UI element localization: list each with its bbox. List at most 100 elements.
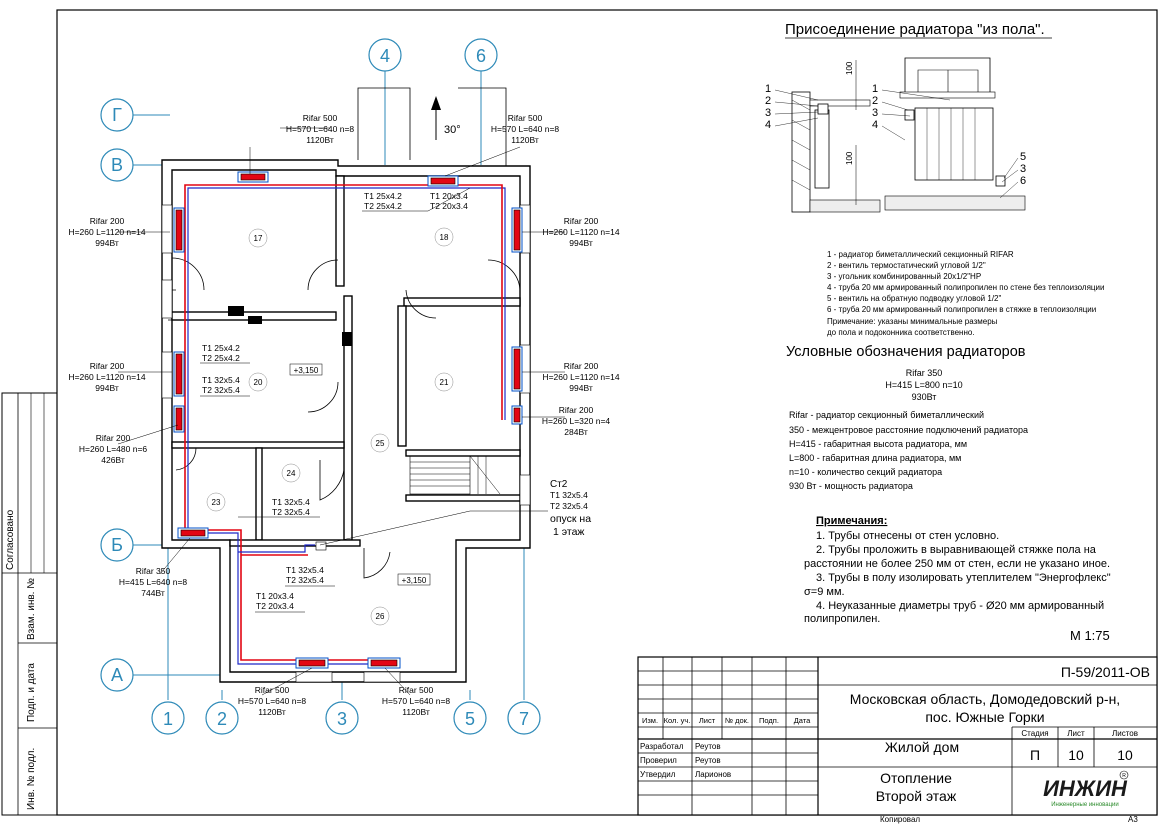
radiator-power: 284Вт [564, 427, 588, 437]
sheets-value: 10 [1117, 747, 1133, 763]
radiator-spec: H=570 L=640 n=8 [382, 696, 451, 706]
sheet-title: Второй этаж [876, 788, 957, 804]
radiator-spec: H=415 L=640 n=8 [119, 577, 188, 587]
radiator-power: 426Вт [101, 455, 125, 465]
pipe-label: Т1 25х4.2 [364, 191, 402, 201]
side-stamp: Согласовано Взам. инв. № Подп. и дата Ин… [1, 392, 58, 816]
radiator-model: Rifar 500 [399, 685, 434, 695]
radiator-spec: H=260 L=480 n=6 [79, 444, 148, 454]
format-label: А3 [1128, 815, 1138, 824]
location-line: пос. Южные Горки [925, 709, 1044, 725]
radiator-model: Rifar 200 [90, 361, 125, 371]
radiator-power: 1120Вт [402, 707, 430, 717]
sheets-label: Листов [1112, 729, 1138, 738]
note-line: σ=9 мм. [804, 586, 845, 598]
detail-legend-line: 4 - труба 20 мм армированный полипропиле… [827, 283, 1104, 292]
room-number: 21 [440, 378, 449, 387]
room-number: 23 [212, 498, 221, 507]
radiator-model: Rifar 200 [564, 216, 599, 226]
pipe-label: Т1 32х5.4 [202, 375, 240, 385]
note-line: полипропилен. [804, 613, 880, 625]
detail-legend-line: 3 - угольник комбинированный 20х1/2"НР [827, 272, 981, 281]
axis-label: В [111, 155, 123, 175]
symbols-line: n=10 - количество секций радиатора [789, 467, 942, 477]
notes-title: Примечания: [816, 515, 887, 527]
riser-pipe-label: Т1 32х5.4 [550, 490, 588, 500]
axis-label: Г [112, 105, 122, 125]
pipe-label: Т1 32х5.4 [286, 565, 324, 575]
svg-text:R: R [1122, 773, 1126, 779]
radiator-power: 994Вт [569, 238, 593, 248]
pipe-label: Т2 32х5.4 [286, 575, 324, 585]
callout-number: 3 [1020, 163, 1026, 175]
axis-label: Б [111, 535, 123, 555]
radiator-spec: H=260 L=1120 n=14 [68, 227, 145, 237]
logo-text: ИНЖИН [1043, 776, 1128, 801]
symbols-title: Условные обозначения радиаторов [786, 344, 1026, 360]
note-line: 3. Трубы в полу изолировать утеплителем … [816, 572, 1111, 584]
room-number: 20 [254, 378, 263, 387]
note-line: 2. Трубы проложить в выравнивающей стяжк… [816, 544, 1097, 556]
detail-legend-line: 1 - радиатор биметаллический секционный … [827, 250, 1014, 259]
symbols-example-power: 930Вт [912, 392, 937, 402]
sheet-value: 10 [1068, 747, 1084, 763]
stamp-person: Ларионов [695, 770, 731, 779]
symbols-line: 930 Вт - мощность радиатора [789, 481, 913, 491]
side-label-inv-no: Инв. № подл. [26, 748, 37, 810]
sheet-label: Лист [1067, 729, 1085, 738]
symbols-line: Rifar - радиатор секционный биметалличес… [789, 410, 984, 420]
radiator-spec: H=570 L=640 n=8 [238, 696, 307, 706]
room-number: 26 [376, 612, 385, 621]
callout-number: 4 [765, 119, 771, 131]
pipe-label: Т2 20х3.4 [256, 601, 294, 611]
radiator-spec: H=260 L=320 n=4 [542, 416, 611, 426]
level-mark: +3,150 [294, 366, 319, 375]
radiator-power: 994Вт [95, 383, 119, 393]
axis-label: А [111, 665, 123, 685]
note-line: 4. Неуказанные диаметры труб - Ø20 мм ар… [816, 600, 1104, 612]
riser-name: Ст2 [550, 479, 568, 490]
axis-label: 3 [337, 709, 347, 729]
stamp-role: Проверил [640, 756, 677, 765]
detail-legend-line: 6 - труба 20 мм армированный полипропиле… [827, 305, 1096, 314]
pipe-label: Т2 32х5.4 [202, 385, 240, 395]
axis-label: 6 [476, 46, 486, 66]
stage-label: Стадия [1021, 729, 1048, 738]
connection-detail: Присоединение радиатора "из пола". 100 1… [765, 21, 1104, 337]
symbols-example-model: Rifar 350 [906, 368, 943, 378]
axis-bubbles: 4 6 Г В Б А 1 2 3 5 7 [100, 38, 541, 735]
radiator-model: Rifar 200 [96, 433, 131, 443]
symbols-example-spec: H=415 L=800 n=10 [885, 380, 962, 390]
detail-legend-line: 2 - вентиль термостатический угловой 1/2… [827, 261, 986, 270]
stage-value: П [1030, 747, 1040, 763]
pipe-label: Т1 20х3.4 [256, 591, 294, 601]
pipe-label: Т2 32х5.4 [272, 507, 310, 517]
note-line: расстоянии не более 250 мм от стен, если… [804, 558, 1110, 570]
symbols-line: L=800 - габаритная длина радиатора, мм [789, 453, 961, 463]
radiator-model: Rifar 500 [508, 113, 543, 123]
callout-number: 1 [765, 83, 771, 95]
room-number: 18 [440, 233, 449, 242]
radiator-power: 994Вт [95, 238, 119, 248]
stamp-col-header: Изм. [642, 716, 658, 725]
callout-number: 2 [765, 95, 771, 107]
radiator-model: Rifar 200 [559, 405, 594, 415]
scale-label: М 1:75 [1070, 628, 1110, 643]
callout-number: 6 [1020, 175, 1026, 187]
radiator-model: Rifar 200 [90, 216, 125, 226]
axis-label: 5 [465, 709, 475, 729]
symbols-line: 350 - межцентровое расстояние подключени… [789, 425, 1028, 435]
pipe-label: Т1 25х4.2 [202, 343, 240, 353]
floor-plan: 30° 17 18 20 21 23 24 25 26 +3,150 +3,15… [68, 38, 620, 735]
radiator-model: Rifar 350 [136, 566, 171, 576]
callout-number: 1 [872, 83, 878, 95]
room-number: 24 [287, 469, 296, 478]
side-label-replace: Взам. инв. № [26, 578, 37, 640]
radiator-symbols: Условные обозначения радиаторов Rifar 35… [786, 344, 1028, 491]
axis-label: 4 [380, 46, 390, 66]
axis-label: 7 [519, 709, 529, 729]
dimension-label: 100 [845, 61, 854, 75]
detail-note: Примечание: указаны минимальные размеры [827, 317, 998, 326]
radiator-power: 744Вт [141, 588, 165, 598]
